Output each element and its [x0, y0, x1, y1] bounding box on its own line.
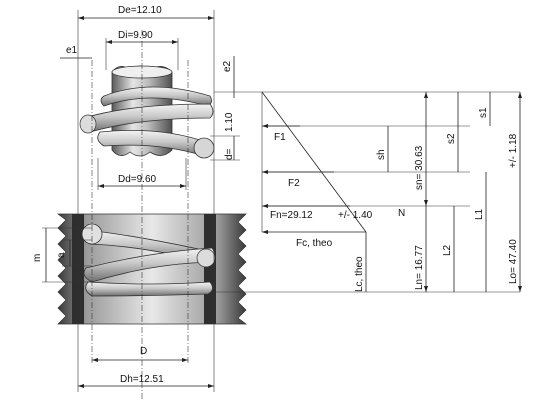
- label-F2: F2: [288, 178, 300, 189]
- label-m: m: [32, 254, 43, 262]
- label-sh: sh: [376, 149, 387, 160]
- label-Fn-tol: +/- 1.40: [338, 210, 373, 221]
- label-Di: Di=9.90: [118, 30, 153, 41]
- label-Lc-theo: Lc, theo: [354, 256, 365, 292]
- diameter-dimensions: De=12.10 Di=9.90 e1 Dd=9.60 D Dh=12.51 m: [32, 5, 240, 388]
- label-De: De=12.10: [118, 5, 162, 16]
- lower-spring-drawing: [56, 213, 248, 325]
- label-Lo-tol: +/- 1.18: [508, 133, 519, 168]
- center-lines: [77, 10, 215, 400]
- wire-end-left: [79, 114, 97, 134]
- wire-cross-section: [193, 137, 215, 159]
- label-Dh: Dh=12.51: [120, 374, 164, 385]
- bore-coil-3: [85, 281, 213, 297]
- label-Lo: Lo= 47.40: [508, 239, 519, 284]
- label-Fn: Fn=29.12: [270, 210, 313, 221]
- label-Dd: Dd=9.60: [118, 174, 157, 185]
- label-d: d=: [224, 148, 235, 160]
- label-e2: e2: [222, 60, 233, 72]
- label-Fc-theo: Fc, theo: [296, 238, 333, 249]
- label-s2: s2: [446, 133, 457, 144]
- label-D: D: [140, 346, 147, 357]
- label-sn: sn= 30.63: [414, 145, 425, 190]
- label-L1: L1: [474, 208, 485, 220]
- upper-spring-drawing: [79, 65, 215, 159]
- label-d-value: 1.10: [224, 112, 235, 132]
- label-N: N: [398, 208, 405, 219]
- force-length-diagram: F1 F2 Fn=29.12 +/- 1.40 N Fc, theo sh sn…: [214, 91, 522, 293]
- label-a: a: [56, 252, 67, 258]
- label-Ln: Ln= 16.77: [414, 245, 425, 290]
- label-L2: L2: [442, 244, 453, 256]
- label-s1: s1: [478, 107, 489, 118]
- label-e1: e1: [66, 45, 78, 56]
- bore-wall-right: [204, 214, 216, 324]
- bore-wire-right: [196, 248, 216, 268]
- label-F1: F1: [274, 132, 286, 143]
